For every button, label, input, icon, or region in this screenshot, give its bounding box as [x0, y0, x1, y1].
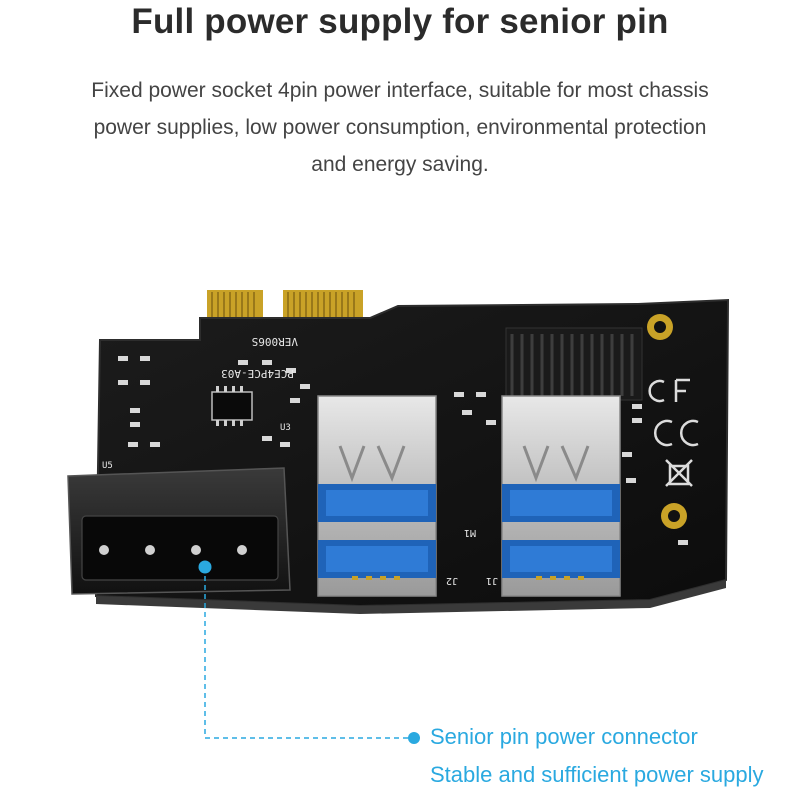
chip-heatsink [505, 327, 643, 401]
silkscreen-j2: J2 [446, 575, 458, 586]
callout-subtitle: Stable and sufficient power supply [430, 762, 764, 787]
silkscreen-j1: J1 [486, 575, 498, 586]
mounting-hole-icon [647, 314, 687, 529]
description-line-2: power supplies, low power consumption, e… [93, 116, 707, 139]
controller-chip [211, 386, 253, 426]
description-line-1: Fixed power socket 4pin power interface,… [91, 79, 709, 102]
usb3-port-stack-right [501, 395, 621, 597]
molex-4pin-connector [67, 467, 291, 595]
usb3-port-stack-left [317, 395, 437, 597]
silkscreen-u5: U5 [102, 461, 113, 471]
smd-components [118, 356, 688, 545]
description-line-3: and energy saving. [311, 153, 489, 176]
callout-leader-line [198, 560, 420, 744]
product-description: Fixed power socket 4pin power interface,… [40, 72, 760, 183]
silkscreen-version: VER006S [252, 335, 298, 348]
page-headline: Full power supply for senior pin [131, 2, 669, 41]
callout-title: Senior pin power connector [430, 724, 698, 749]
certification-marks-icon [648, 378, 699, 487]
silkscreen-model: PCE4PCE-A03 [221, 367, 294, 380]
silkscreen-u3: U3 [280, 423, 291, 433]
pcie-gold-fingers [207, 290, 363, 322]
silkscreen-label-m: M1 [464, 527, 476, 538]
